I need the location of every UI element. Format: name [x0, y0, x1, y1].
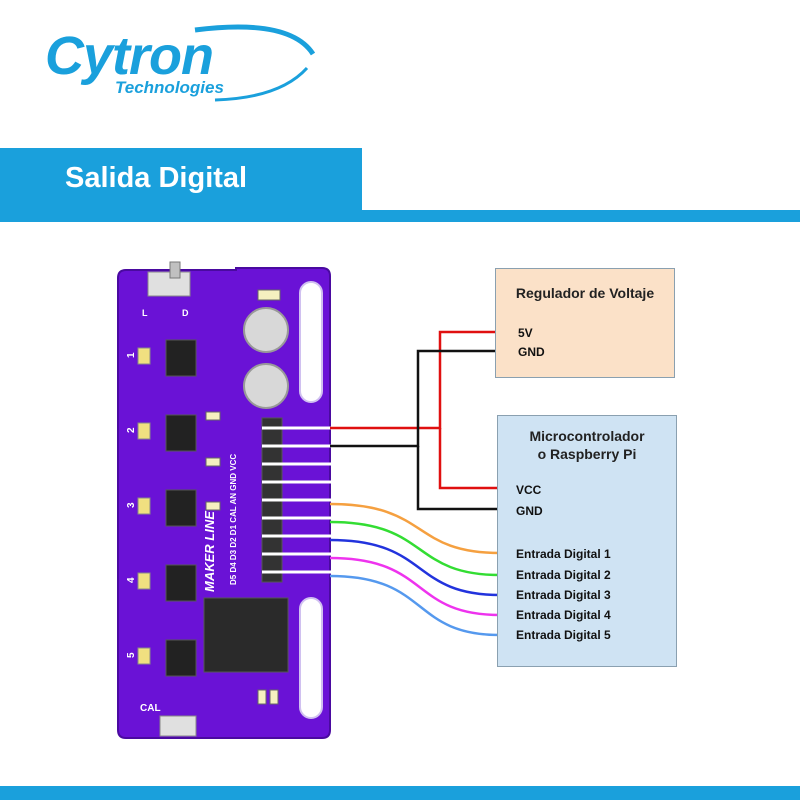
- sensor-label-1: 1: [126, 352, 137, 358]
- title-band-gap: [362, 148, 800, 210]
- capacitor-1: [243, 307, 289, 353]
- sensor-label-4: 4: [126, 577, 137, 583]
- capacitor-2: [243, 363, 289, 409]
- controller-title-line2: o Raspberry Pi: [537, 446, 637, 462]
- controller-title-line1: Microcontrolador: [529, 428, 645, 444]
- board-name: MAKER LINE: [202, 511, 217, 592]
- controller-pin-gnd: GND: [516, 504, 543, 518]
- microcontroller-box: Microcontrolador o Raspberry Pi VCC GND …: [497, 415, 677, 667]
- regulator-title: Regulador de Voltaje: [515, 285, 655, 301]
- wires: [329, 330, 501, 637]
- wire-input-3: [329, 538, 501, 597]
- wire-5v: [330, 330, 498, 430]
- switch-label-d: D: [182, 308, 189, 318]
- cal-label: CAL: [140, 703, 161, 714]
- voltage-regulator-box: Regulador de Voltaje 5V GND: [495, 268, 675, 378]
- logo-sub: Technologies: [115, 78, 224, 97]
- cal-switch: [159, 715, 197, 737]
- mode-switch: [147, 271, 191, 297]
- controller-pin-vcc: VCC: [516, 483, 542, 497]
- sensor-label-5: 5: [126, 652, 137, 658]
- wire-input-4: [329, 556, 501, 617]
- controller-input-3: Entrada Digital 3: [516, 588, 611, 602]
- controller-input-2: Entrada Digital 2: [516, 568, 611, 582]
- page-title: Salida Digital: [65, 162, 248, 194]
- bottom-band: [0, 786, 800, 800]
- mount-slot-top: [299, 281, 323, 403]
- header-pins: [262, 426, 332, 574]
- switch-label-l: L: [142, 308, 148, 318]
- logo-swoosh-icon: [194, 24, 315, 102]
- sensor-label-2: 2: [126, 427, 137, 433]
- sensor-array: [137, 339, 197, 677]
- logo-brand: Cytron: [45, 26, 214, 86]
- mount-slot-bottom: [299, 597, 323, 719]
- wire-input-5: [329, 574, 501, 637]
- regulator-pin-gnd: GND: [518, 345, 545, 359]
- wire-input-2: [329, 520, 501, 577]
- wire-vcc: [438, 428, 498, 490]
- regulator-pin-5v: 5V: [518, 326, 533, 340]
- wire-input-1: [329, 502, 501, 555]
- controller-input-5: Entrada Digital 5: [516, 628, 611, 642]
- controller-input-4: Entrada Digital 4: [516, 608, 611, 622]
- controller-input-1: Entrada Digital 1: [516, 547, 611, 561]
- wire-gnd-reg: [330, 349, 498, 448]
- wire-gnd-mcu: [416, 446, 498, 511]
- maker-line-board: L D 1 2 3 4 5 D5 D4 D3: [117, 261, 331, 739]
- pin-header-labels: D5 D4 D3 D2 D1 CAL AN GND VCC: [229, 454, 238, 585]
- cytron-logo: Cytron Technologies: [45, 24, 315, 104]
- ic-chip: [203, 597, 289, 673]
- sensor-label-3: 3: [126, 502, 137, 508]
